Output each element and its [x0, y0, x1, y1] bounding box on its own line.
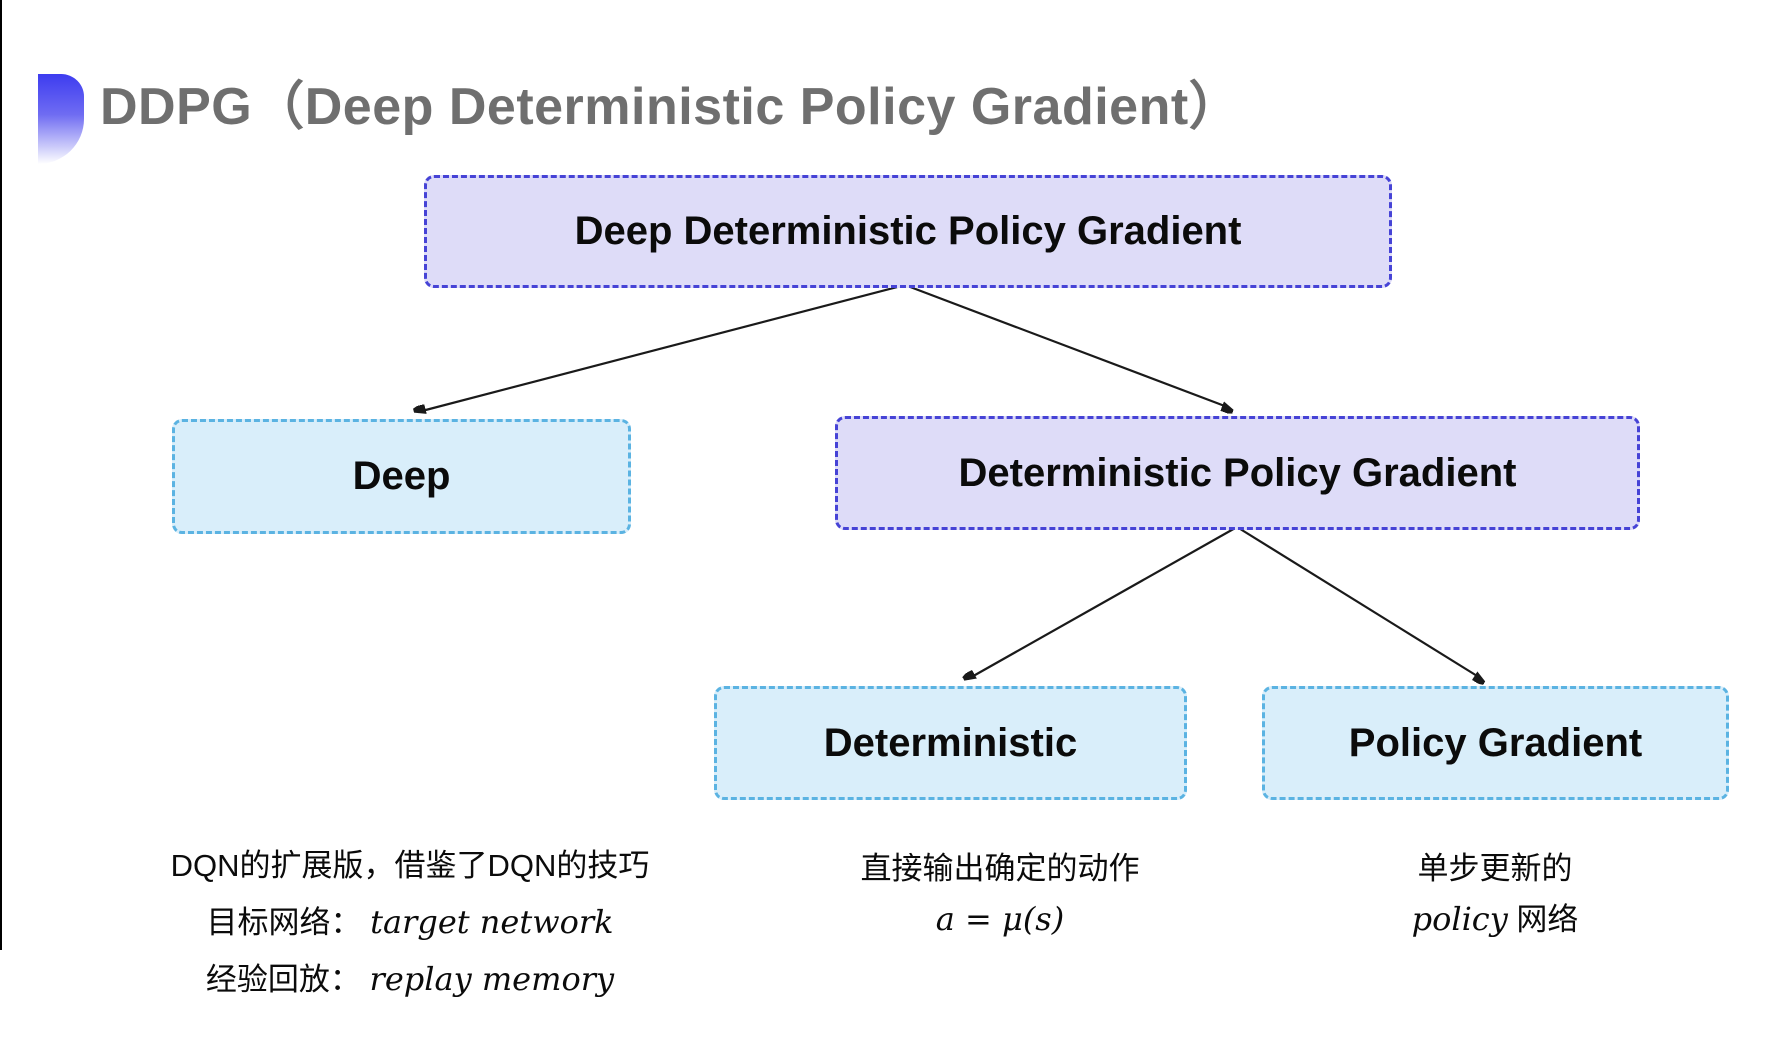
node-deterministic-policy-gradient: Deterministic Policy Gradient	[835, 416, 1640, 530]
note-det-formula: a = μ(s)	[780, 894, 1220, 945]
target-network-term: target network	[370, 903, 614, 941]
arrow-dpg-to-pg	[1236, 526, 1482, 679]
note-pg-line1: 单步更新的	[1417, 851, 1573, 886]
note-deep: DQN的扩展版，借鉴了DQN的技巧 目标网络： target network 经…	[110, 838, 710, 1008]
note-pg-line2: policy 网络	[1411, 900, 1579, 938]
node-deterministic-label: Deterministic	[823, 720, 1078, 765]
replay-memory-term: replay memory	[369, 960, 615, 998]
node-deep-label: Deep	[352, 454, 451, 498]
policy-term: policy	[1411, 900, 1508, 938]
node-policy-gradient: Policy Gradient	[1262, 686, 1729, 800]
node-policy-gradient-label: Policy Gradient	[1348, 720, 1643, 765]
arrow-root-to-deep	[418, 283, 906, 412]
node-root: Deep Deterministic Policy Gradient	[424, 175, 1392, 288]
page-title: DDPG（Deep Deterministic Policy Gradient）	[100, 78, 1242, 136]
note-policy-gradient: 单步更新的 policy 网络	[1290, 844, 1700, 945]
arrow-root-to-dpg	[904, 283, 1230, 408]
note-det-line1: 直接输出确定的动作	[860, 851, 1140, 886]
left-edge-line	[0, 0, 2, 950]
note-deep-line2: 目标网络： target network	[206, 903, 614, 941]
note-deep-line3: 经验回放： replay memory	[205, 960, 615, 998]
node-dpg-label: Deterministic Policy Gradient	[958, 450, 1517, 495]
note-deep-line1: DQN的扩展版，借鉴了DQN的技巧	[170, 848, 650, 883]
arrow-dpg-to-det	[968, 526, 1238, 679]
mu-formula: a = μ(s)	[935, 900, 1065, 938]
node-deterministic: Deterministic	[714, 686, 1187, 800]
note-deterministic: 直接输出确定的动作 a = μ(s)	[780, 844, 1220, 945]
node-deep: Deep	[172, 419, 631, 534]
title-bullet-icon	[38, 74, 84, 164]
node-root-label: Deep Deterministic Policy Gradient	[574, 209, 1242, 253]
